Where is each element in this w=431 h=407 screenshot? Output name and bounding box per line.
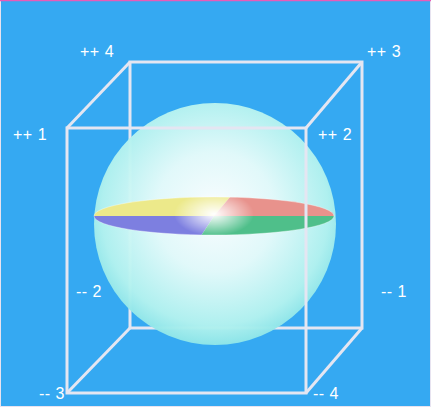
corner-label: ++ 1 <box>13 126 47 144</box>
light-glow <box>174 192 254 236</box>
corner-label: ++ 4 <box>80 43 114 61</box>
corner-label: -- 1 <box>381 283 407 301</box>
corner-label: -- 3 <box>39 385 65 403</box>
corner-label: ++ 2 <box>318 126 352 144</box>
colour-disc <box>80 190 350 245</box>
corner-label: ++ 3 <box>367 43 401 61</box>
cube-front-face <box>67 128 306 393</box>
cube-back-edges <box>67 62 362 393</box>
top-rule <box>0 0 431 1</box>
corner-label: -- 4 <box>313 385 339 403</box>
corner-label: -- 2 <box>76 283 102 301</box>
